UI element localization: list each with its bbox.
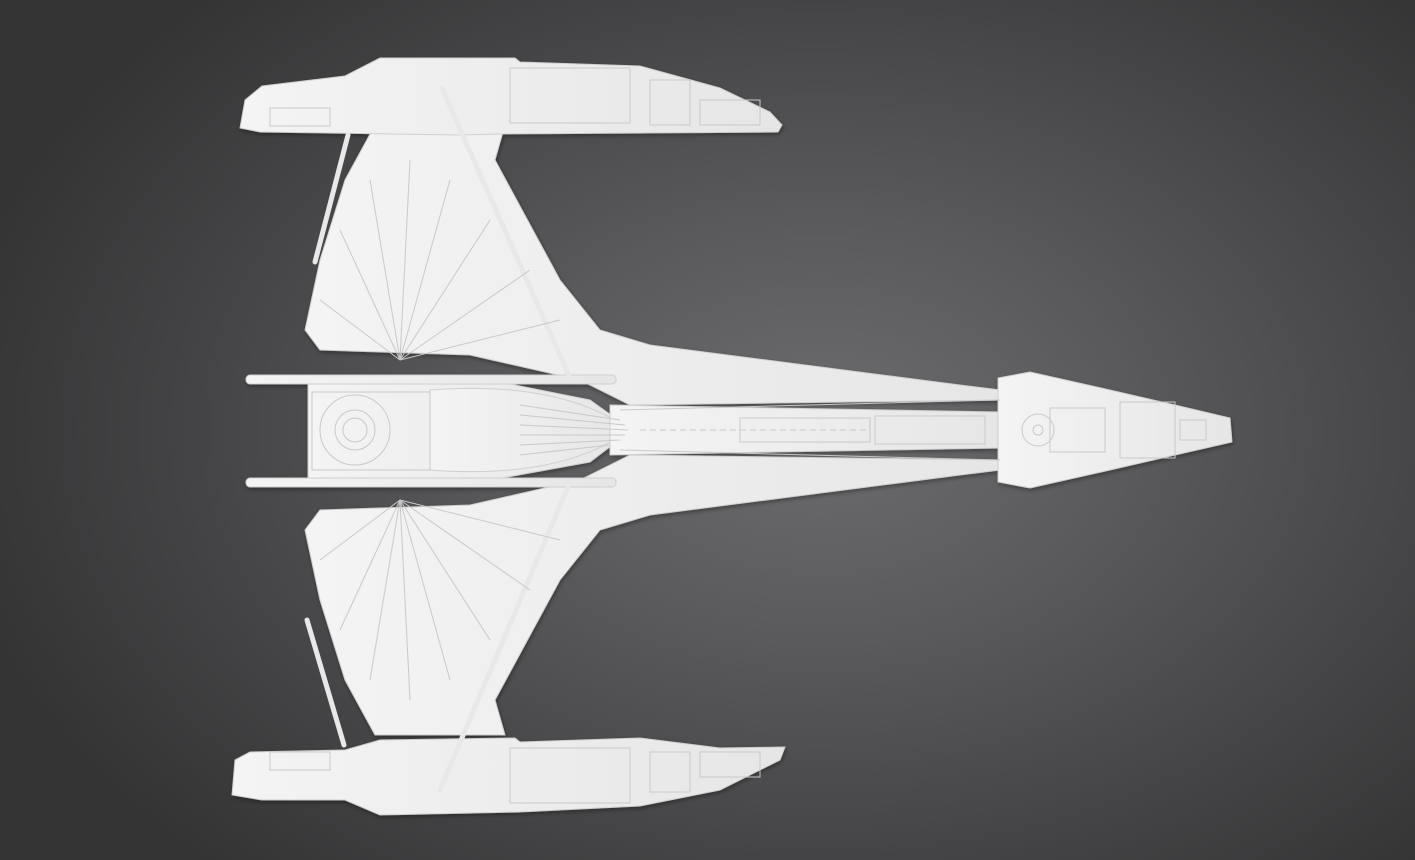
engine-ring-outer (319, 394, 391, 466)
engine-shield (429, 387, 631, 473)
upper-strut-a (439, 85, 573, 381)
upper-rail (245, 374, 617, 385)
engine-ring-mid (334, 409, 376, 451)
lower-strut-b (304, 617, 347, 748)
upper-strut-b (312, 132, 351, 265)
lower-nacelle (231, 737, 786, 816)
upper-wing-ribs (319, 159, 561, 361)
lower-rail (245, 477, 617, 488)
head-hub (1021, 413, 1055, 447)
bridge-window (1179, 419, 1207, 441)
upper-nacelle-panels (269, 67, 761, 127)
lower-nacelle-panels (269, 747, 761, 804)
upper-nacelle (239, 57, 783, 136)
command-head (997, 371, 1233, 489)
shield-ribs (519, 404, 629, 456)
lower-strut-a (437, 479, 573, 793)
engine-ring-inner (342, 417, 368, 443)
lower-wing-ribs (319, 499, 561, 701)
